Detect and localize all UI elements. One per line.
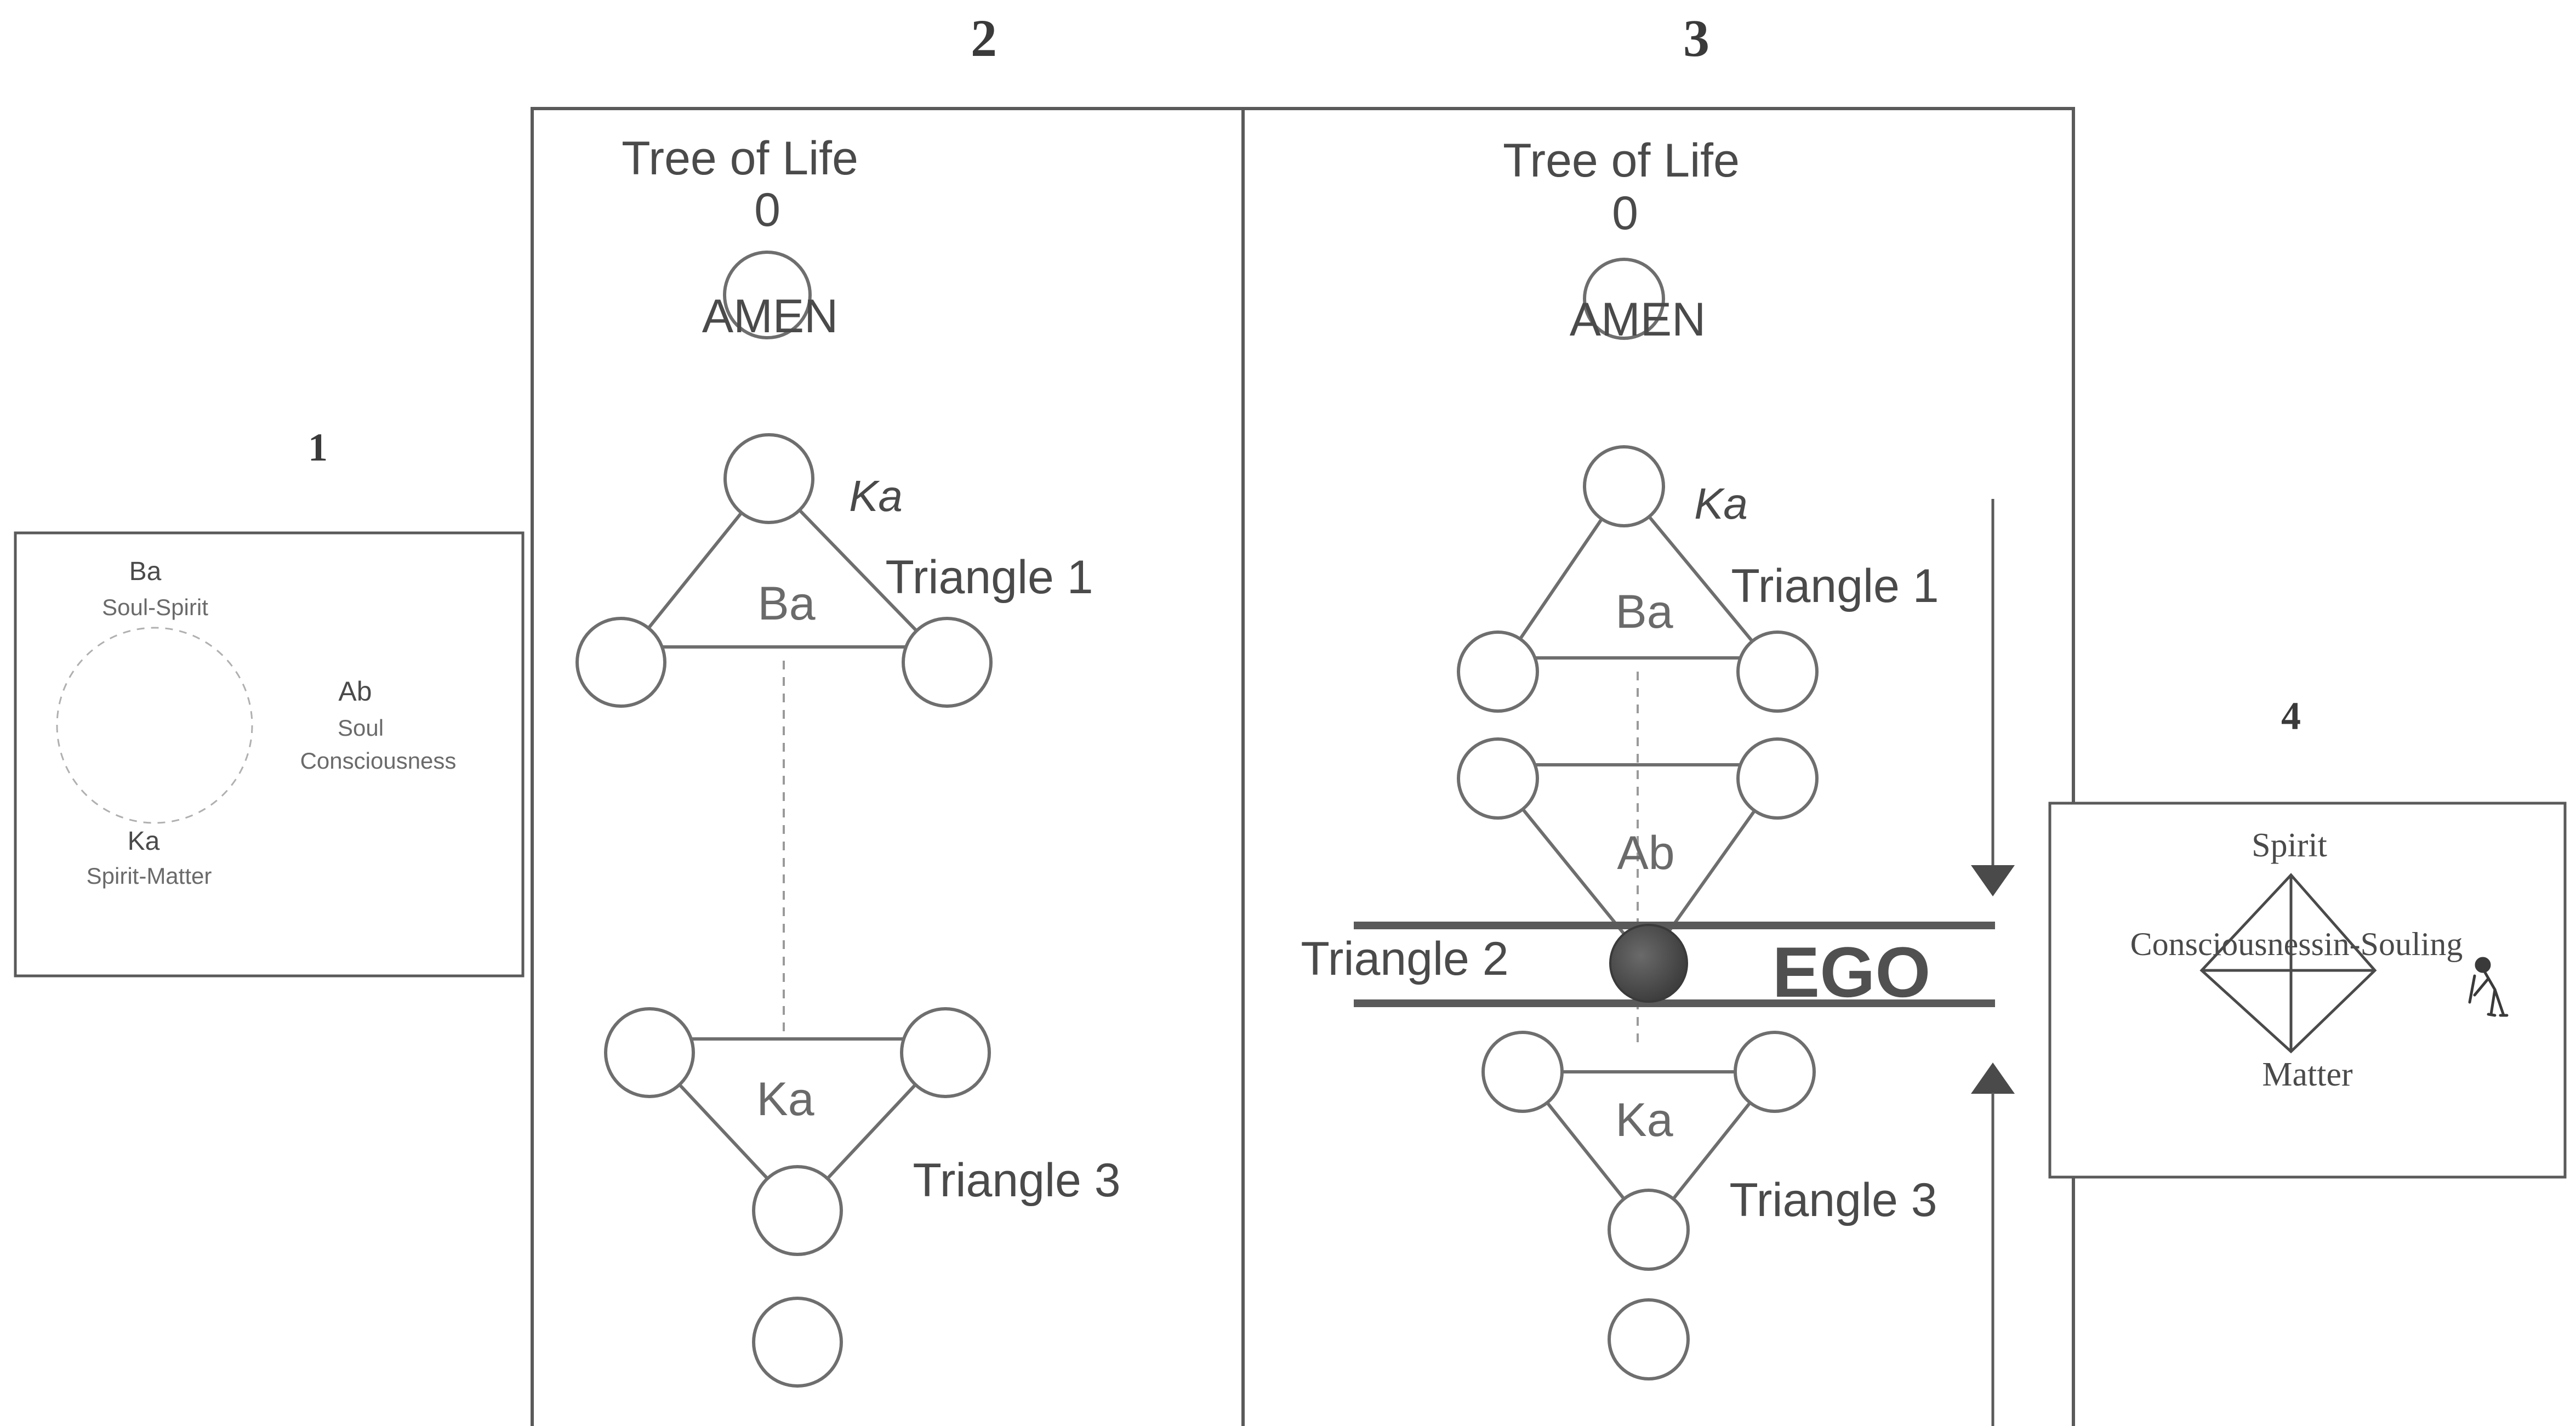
triangle-1-label: Triangle 1 xyxy=(1731,560,1939,612)
consciousness-label: Consciousnessin-Souling xyxy=(2130,926,2463,962)
ka-top-node xyxy=(723,433,814,524)
triangle-3-left-node xyxy=(604,1007,695,1098)
triangle-3-right-node xyxy=(900,1007,991,1098)
down-arrow-head xyxy=(1971,865,2015,896)
zero-label: 0 xyxy=(754,184,780,236)
panel-3: Tree of Life 0 AMEN Ka Ba Triangle 1 Ab … xyxy=(1301,134,2015,1426)
panel-number-3: 3 xyxy=(1683,9,1709,67)
bottom-node xyxy=(752,1297,843,1388)
triangle-1-left-node xyxy=(575,617,666,708)
ka-lower-label: Ka xyxy=(1615,1094,1673,1146)
ba-title: Ba xyxy=(129,557,162,586)
ba-label: Ba xyxy=(757,577,815,630)
dashed-circle xyxy=(56,627,253,824)
spirit-label: Spirit xyxy=(2252,827,2327,864)
ba-subtitle: Soul-Spirit xyxy=(102,594,208,620)
zero-label: 0 xyxy=(1612,187,1638,240)
triangle-3-label: Triangle 3 xyxy=(1729,1174,1937,1226)
ka-subtitle: Spirit-Matter xyxy=(87,863,212,889)
ab-subtitle-2: Consciousness xyxy=(300,748,457,774)
ab-subtitle-1: Soul xyxy=(338,715,384,741)
ab-title: Ab xyxy=(338,676,372,707)
amen-label: AMEN xyxy=(702,290,838,343)
ka-title: Ka xyxy=(128,827,160,856)
panel-1-box xyxy=(14,531,525,978)
ka-lower-label: Ka xyxy=(756,1073,814,1126)
ego-ball xyxy=(1609,924,1688,1003)
triangle-2-left-node xyxy=(1457,737,1539,820)
panel-4: Spirit Consciousnessin-Souling Matter xyxy=(2048,802,2567,1179)
triangle-2-label: Triangle 2 xyxy=(1301,933,1508,985)
ab-label: Ab xyxy=(1617,827,1674,879)
triangle-3-bottom-node xyxy=(752,1165,843,1256)
ka-top-node xyxy=(1583,445,1665,527)
matter-label: Matter xyxy=(2262,1056,2353,1093)
triangle-3-right-node xyxy=(1734,1031,1816,1113)
triangle-1-left-node xyxy=(1457,630,1539,713)
panels-2-3-frame xyxy=(531,107,2075,1426)
amen-node xyxy=(723,251,812,339)
triangle-1-right-node xyxy=(1736,630,1819,713)
triangle-3-label: Triangle 3 xyxy=(913,1154,1120,1207)
amen-node xyxy=(1583,258,1665,340)
worker-figure-icon xyxy=(2468,957,2509,1017)
panel-number-4: 4 xyxy=(2281,694,2301,738)
ba-label: Ba xyxy=(1615,586,1673,638)
panel-1: Ba Soul-Spirit Ab Soul Consciousness Ka … xyxy=(14,531,525,978)
ka-italic-label: Ka xyxy=(1694,479,1748,528)
tree-of-life-title: Tree of Life xyxy=(1503,134,1740,187)
triangle-3-bottom-node xyxy=(1608,1189,1690,1271)
panel-number-1: 1 xyxy=(308,425,328,469)
panel-number-2: 2 xyxy=(971,9,997,67)
bottom-node xyxy=(1608,1298,1690,1380)
ka-italic-label: Ka xyxy=(849,471,903,520)
tree-of-life-title: Tree of Life xyxy=(622,132,858,185)
amen-label: AMEN xyxy=(1570,293,1706,346)
ego-label: EGO xyxy=(1773,932,1931,1012)
triangle-1-right-node xyxy=(902,617,993,708)
triangle-3-left-node xyxy=(1481,1031,1564,1113)
up-arrow-head xyxy=(1971,1063,2015,1094)
panel-2: Tree of Life 0 AMEN Ka Ba Triangle 1 Ka … xyxy=(575,132,1121,1388)
triangle-1-label: Triangle 1 xyxy=(885,551,1093,604)
triangle-2-right-node xyxy=(1736,737,1819,820)
